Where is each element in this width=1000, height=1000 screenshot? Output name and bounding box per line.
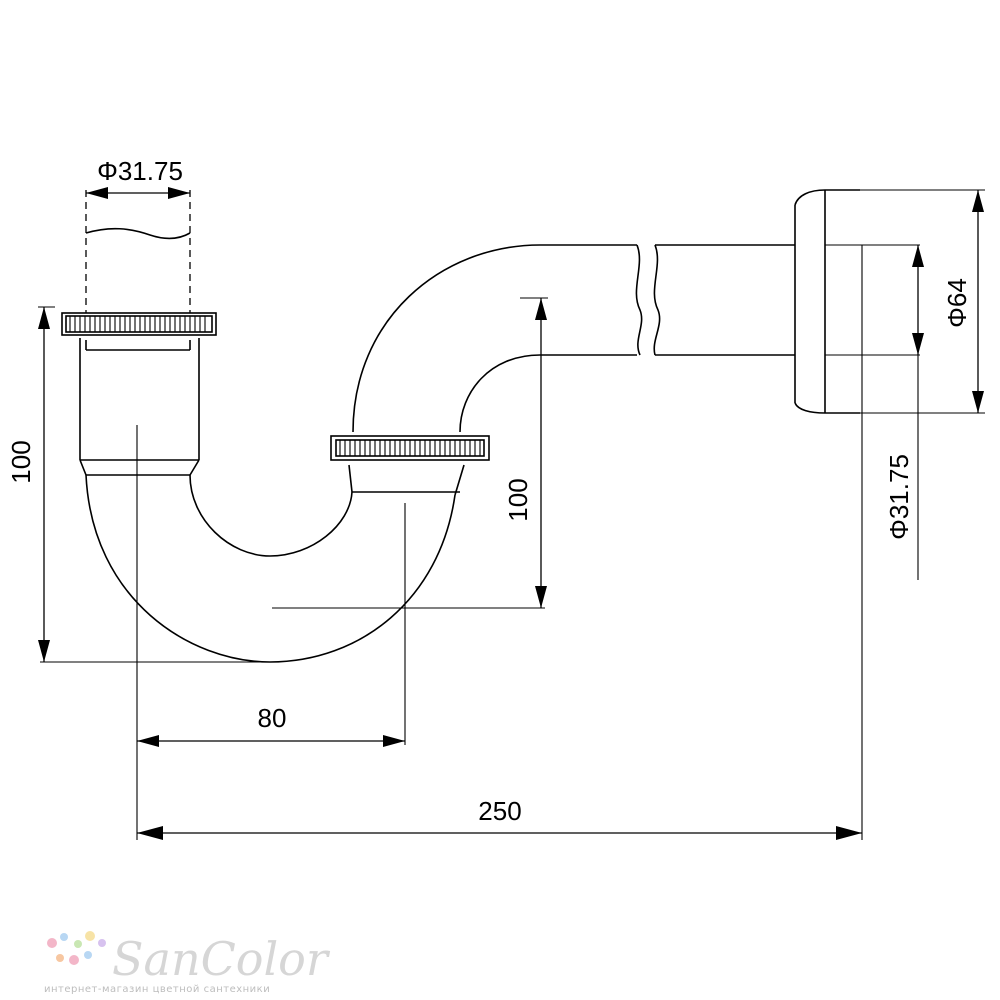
top-inlet-diameter-label: Φ31.75 [97, 156, 183, 186]
brand-watermark: SanColor интернет-магазин цветной сантех… [44, 931, 331, 995]
brand-name: SanColor [112, 932, 331, 986]
logo-dot [56, 954, 64, 962]
horizontal-offset-label: 80 [258, 703, 287, 733]
top-knurled-nut [61, 312, 217, 336]
dimension-inner-height: 100 [503, 297, 548, 608]
middle-knurled-nut [330, 435, 490, 461]
dimension-outlet-diameter: Φ31.75 [884, 245, 924, 540]
logo-dot [85, 931, 95, 941]
outlet-diameter-label: Φ31.75 [884, 454, 914, 540]
inner-height-label: 100 [503, 478, 533, 521]
flange-diameter-label: Φ64 [942, 278, 972, 328]
brand-tagline: интернет-магазин цветной сантехники [44, 984, 270, 995]
trap-body [79, 189, 860, 663]
dimension-flange-diameter: Φ64 [942, 190, 984, 413]
overall-length-label: 250 [478, 796, 521, 826]
construction-lines [40, 189, 985, 840]
logo-dot [84, 951, 92, 959]
logo-dot [69, 955, 79, 965]
logo-dot [98, 939, 106, 947]
dimension-top-inlet: Φ31.75 [86, 156, 190, 199]
logo-dots-icon [47, 931, 106, 965]
logo-dot [74, 940, 82, 948]
left-height-label: 100 [6, 440, 36, 483]
logo-dot [60, 933, 68, 941]
logo-dot [47, 938, 57, 948]
dimension-overall-length: 250 [137, 796, 862, 840]
dimension-left-height: 100 [6, 306, 55, 662]
dimension-horizontal-offset: 80 [137, 703, 405, 747]
